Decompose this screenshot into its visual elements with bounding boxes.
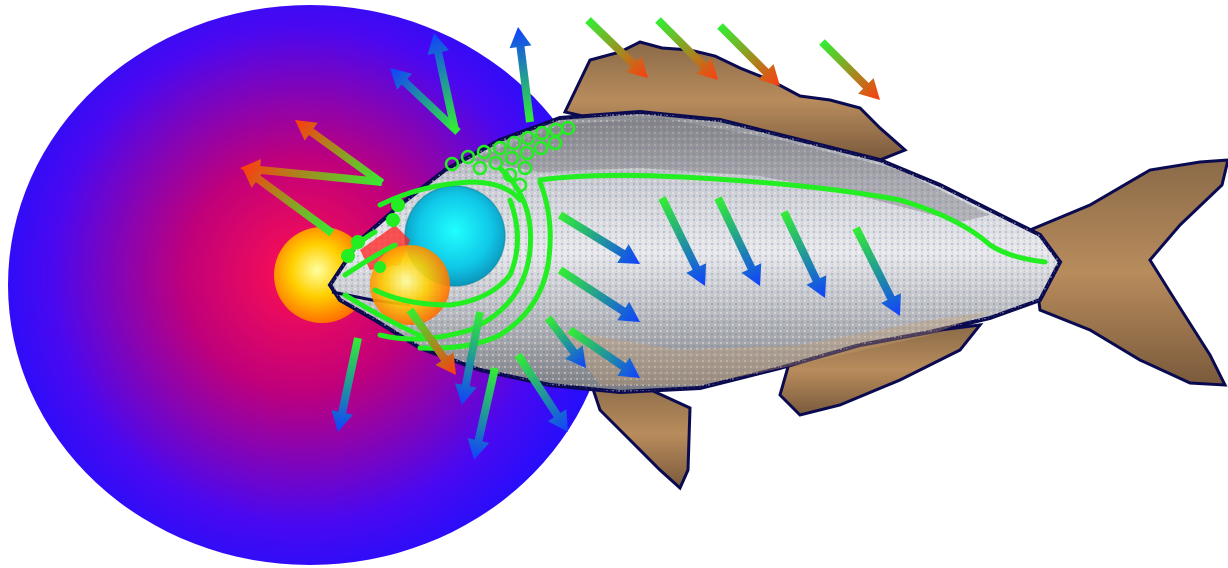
tail-fin <box>1030 160 1228 385</box>
pore <box>374 261 386 273</box>
pore <box>386 213 400 227</box>
pore <box>341 249 355 263</box>
pelvic-fin <box>590 380 690 488</box>
outward-arrow-orange <box>819 39 880 100</box>
pore <box>391 198 405 212</box>
pore <box>351 235 365 249</box>
